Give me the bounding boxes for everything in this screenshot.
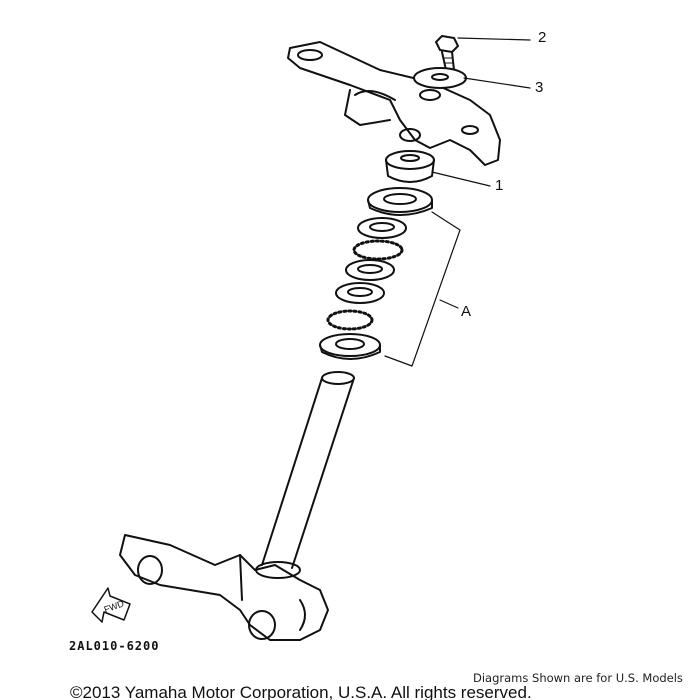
callout-3: 3 <box>535 79 544 96</box>
bearing-stack <box>319 187 433 360</box>
callout-2: 2 <box>538 29 547 46</box>
leader-3 <box>463 77 531 89</box>
steering-stem <box>261 371 355 569</box>
fwd-arrow-icon: FWD <box>91 587 131 623</box>
leader-1 <box>431 171 491 187</box>
nut-part-1 <box>385 150 435 183</box>
upper-bracket <box>287 41 501 166</box>
us-models-note: Diagrams Shown are for U.S. Models <box>473 671 683 685</box>
group-bracket-a <box>384 211 461 367</box>
diagram-code: 2AL010-6200 <box>69 639 160 653</box>
copyright-text: ©2013 Yamaha Motor Corporation, U.S.A. A… <box>70 683 532 700</box>
bolt-part-2 <box>435 35 459 71</box>
leader-2 <box>457 37 531 41</box>
lower-bracket <box>119 534 329 641</box>
callout-1: 1 <box>495 177 504 194</box>
washer-part-3 <box>413 67 467 89</box>
callout-a: A <box>461 303 472 320</box>
